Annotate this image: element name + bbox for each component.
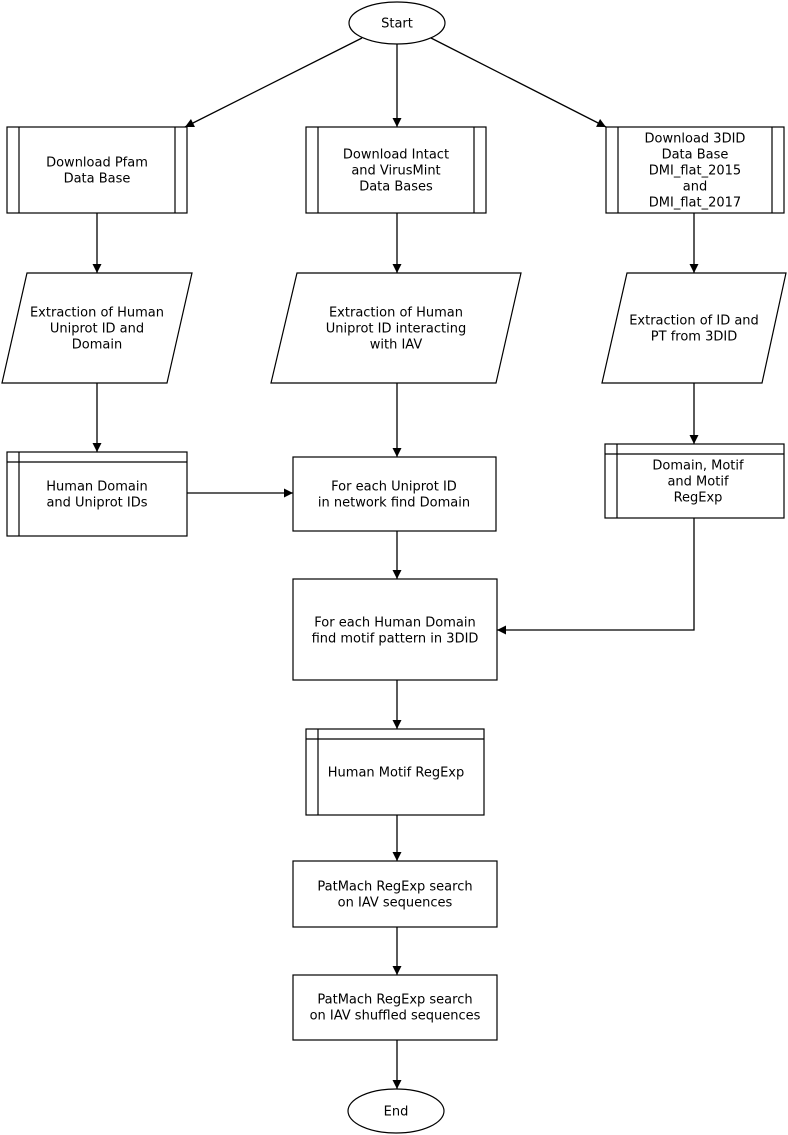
start-terminal: Start <box>348 1 446 45</box>
label-line: Extraction of Human <box>30 306 164 321</box>
label-line: For each Uniprot ID <box>331 480 457 495</box>
label-line: PatMach RegExp search <box>317 880 472 895</box>
label-line: PT from 3DID <box>651 330 737 345</box>
label-line: Human Domain <box>46 480 147 495</box>
label-line: Download Pfam <box>46 156 148 171</box>
label-line: Start <box>381 17 413 32</box>
arrow-domain-motif-to-for-domain <box>497 518 695 635</box>
label-line: End <box>384 1105 409 1120</box>
label-line: and <box>683 180 707 195</box>
arrow-start-to-3did <box>430 37 607 128</box>
label-line: find motif pattern in 3DID <box>312 632 479 647</box>
label-line: Download Intact <box>343 148 449 163</box>
label-line: on IAV shuffled sequences <box>310 1009 481 1024</box>
label-line: and Uniprot IDs <box>46 496 147 511</box>
label-line: PatMach RegExp search <box>317 993 472 1008</box>
label-line: Human Motif RegExp <box>328 766 464 781</box>
label-line: Domain, Motif <box>652 459 744 474</box>
start-label: Start <box>381 17 413 32</box>
label-line: Extraction of ID and <box>629 314 759 329</box>
label-line: Uniprot ID interacting <box>326 322 466 337</box>
end-terminal: End <box>347 1088 445 1134</box>
label-line: DMI_flat_2015 <box>649 164 741 179</box>
end-label: End <box>384 1105 409 1120</box>
label-line: Extraction of Human <box>329 306 463 321</box>
connectors <box>92 37 699 1089</box>
arrow-start-to-pfam <box>184 37 363 128</box>
human-motif-regexp-storage: Human Motif RegExp <box>305 728 485 816</box>
label-line: Uniprot ID and <box>50 322 144 337</box>
label-line: and VirusMint <box>351 164 440 179</box>
label-line: RegExp <box>674 491 723 506</box>
label-line: Download 3DID <box>645 132 746 147</box>
label-line: in network find Domain <box>318 496 470 511</box>
label-line: Data Base <box>662 148 729 163</box>
label-line: Domain <box>72 338 122 353</box>
label-line: For each Human Domain <box>314 616 475 631</box>
label-line: Data Bases <box>359 180 433 195</box>
label-line: Data Base <box>64 172 131 187</box>
human-motif-regexp-label: Human Motif RegExp <box>328 766 464 781</box>
label-line: with IAV <box>370 338 423 353</box>
label-line: and Motif <box>667 475 728 490</box>
label-line: on IAV sequences <box>338 896 453 911</box>
label-line: DMI_flat_2017 <box>649 196 741 211</box>
